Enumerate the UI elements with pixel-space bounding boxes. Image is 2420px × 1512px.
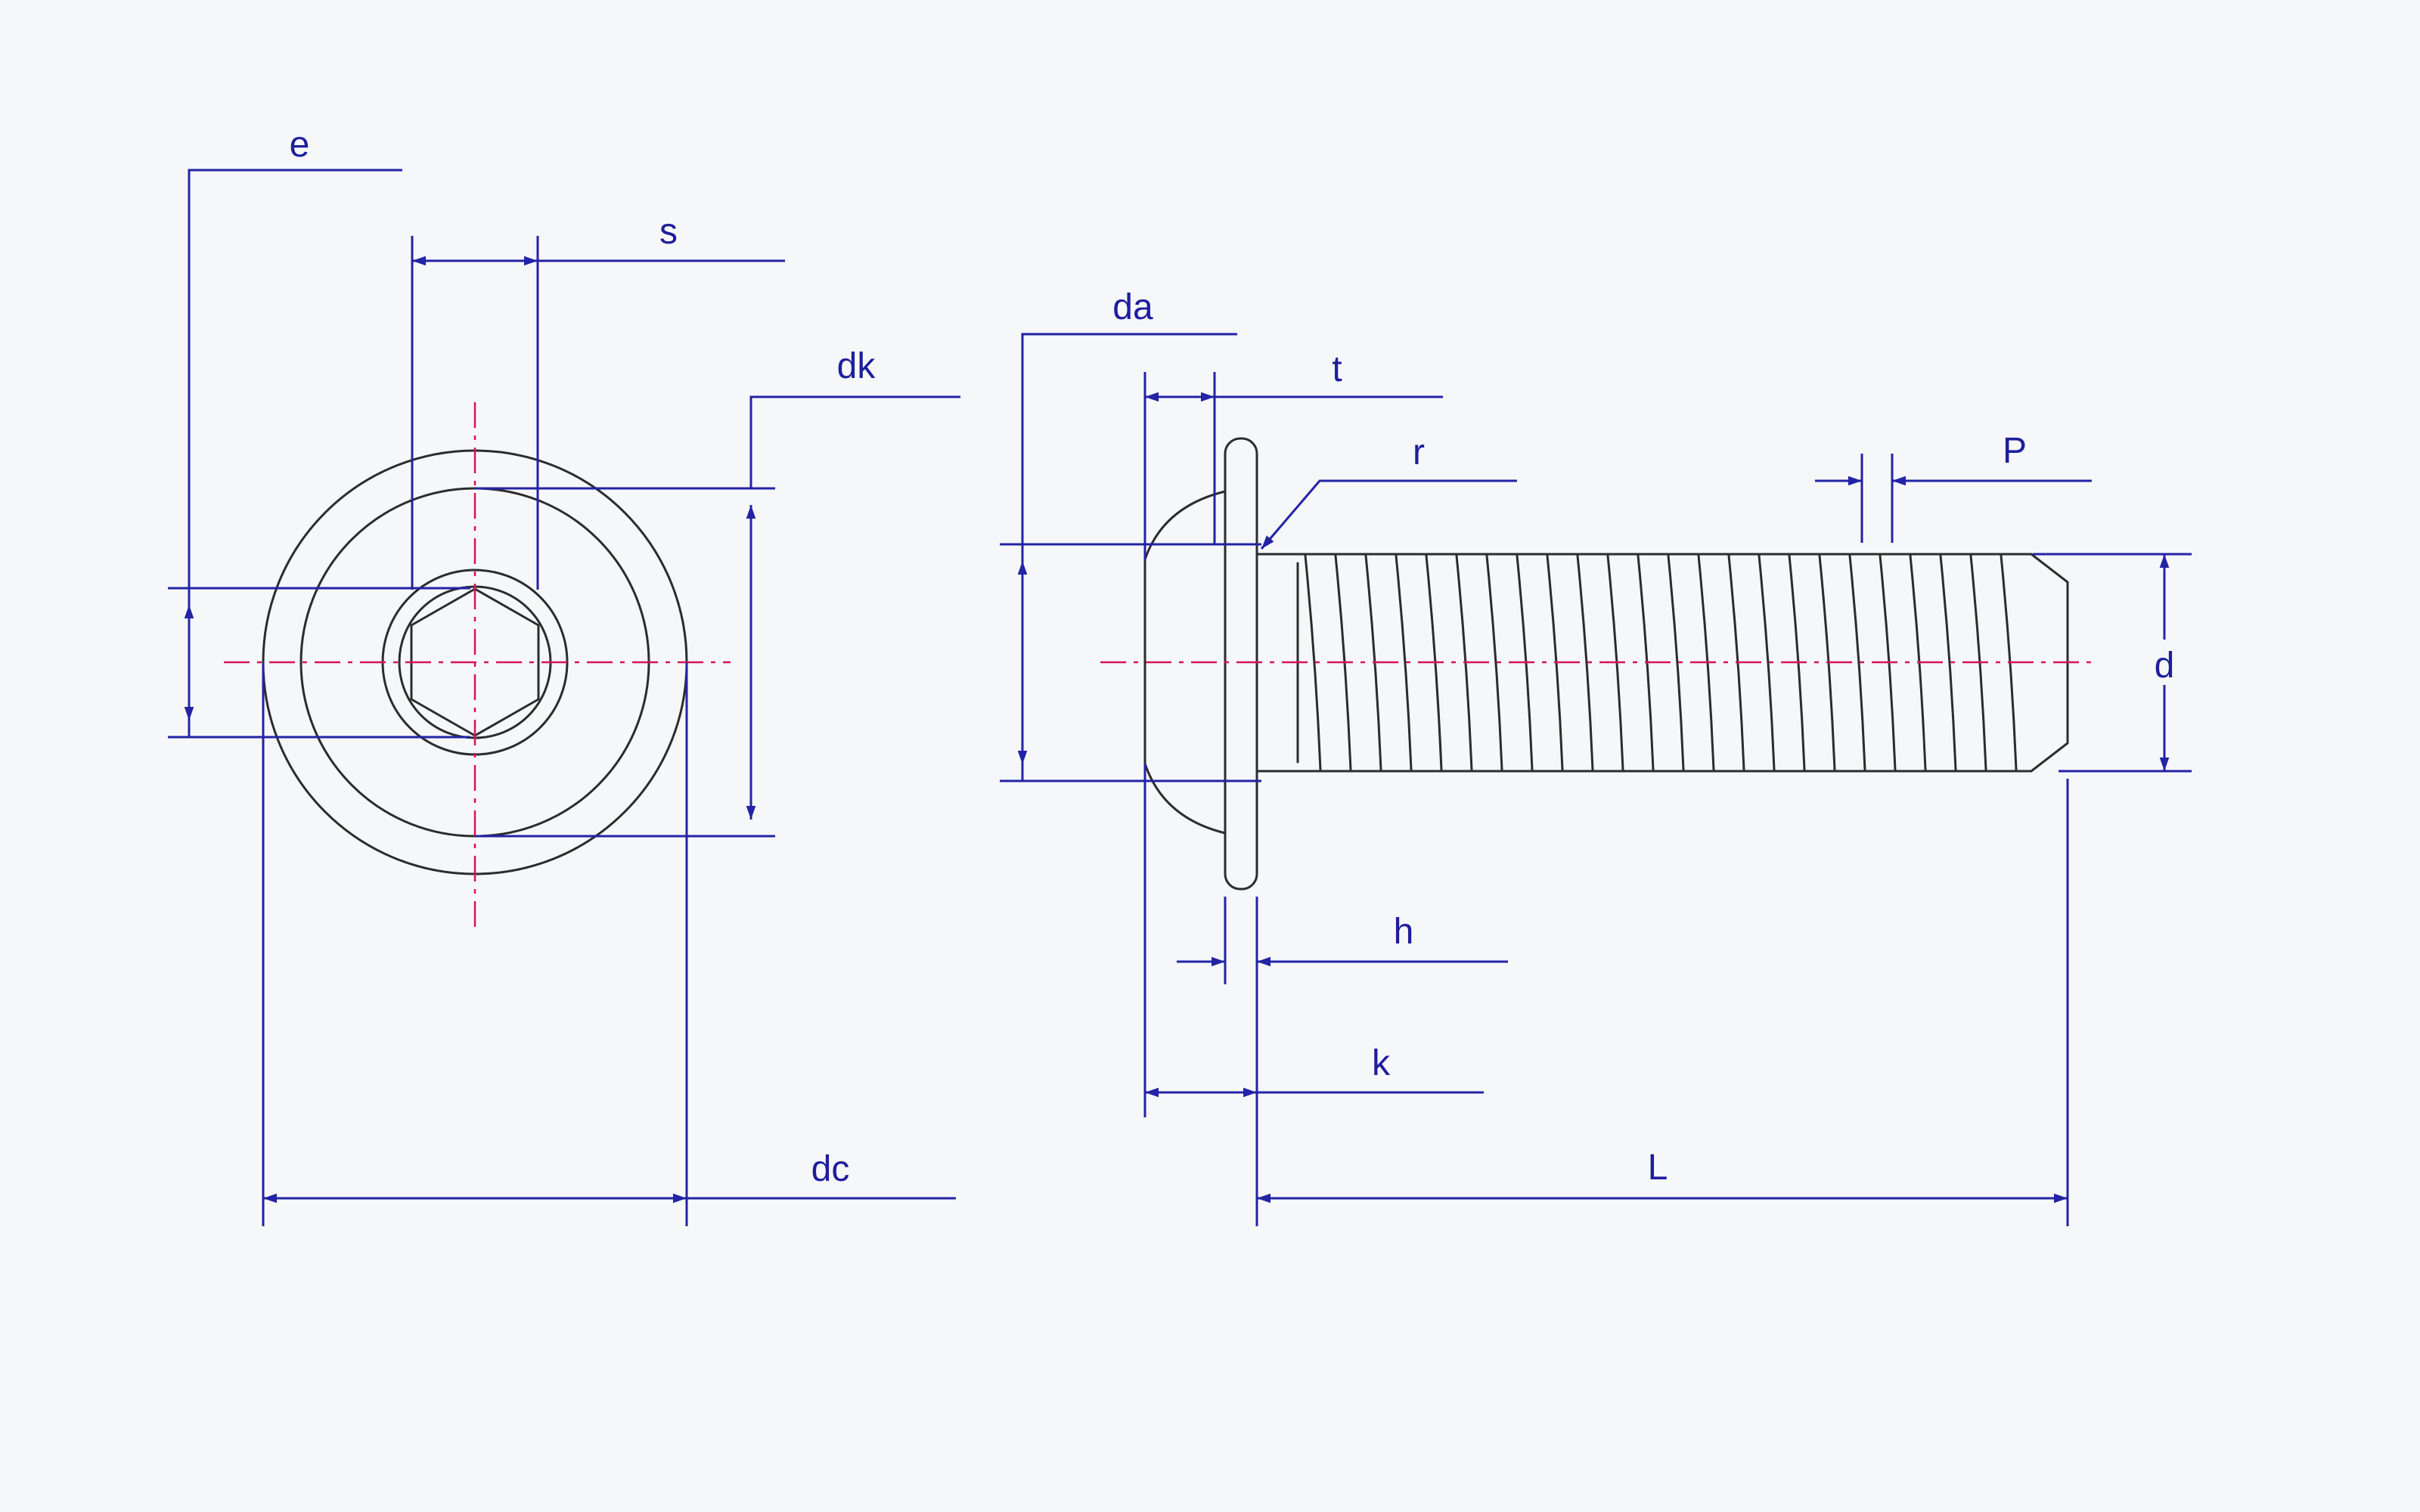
dimension-label-d: d: [2155, 646, 2175, 686]
thread-crest-line: [1939, 554, 1957, 771]
dimension-dc: dc: [262, 662, 956, 1226]
thread-crest-line: [1485, 554, 1503, 771]
dimension-label-dk: dk: [837, 346, 876, 386]
thread-crest-line: [1304, 554, 1322, 771]
thread-crest-line: [1848, 554, 1866, 771]
front-view: e s dk dc: [168, 125, 960, 1226]
dimension-label-da: da: [1112, 287, 1153, 327]
dimension-pitch: P: [1815, 431, 2092, 543]
side-view: da t r P d: [1000, 287, 2192, 1226]
dimension-da: da: [1000, 287, 1261, 782]
dimension-L: L: [1257, 779, 2069, 1226]
dimension-e: e: [168, 125, 470, 739]
button-head-dome: [1143, 490, 1227, 835]
dimension-label-h: h: [1394, 912, 1414, 952]
dimension-label-k: k: [1372, 1043, 1391, 1083]
dimension-label-pitch: P: [2003, 431, 2027, 471]
thread-crest-line: [1576, 554, 1594, 771]
thread-crest-line: [1395, 554, 1413, 771]
flange-collar: [1224, 437, 1258, 891]
dimension-s: s: [411, 212, 785, 590]
dimension-t: t: [1143, 349, 1443, 559]
dimension-label-dc: dc: [811, 1149, 850, 1189]
dimension-label-t: t: [1332, 349, 1342, 389]
dimension-label-r: r: [1413, 432, 1425, 472]
dimension-label-e: e: [290, 125, 310, 165]
thread-crest-line: [1758, 554, 1776, 771]
dimension-d: d: [2033, 553, 2192, 773]
dimension-r: r: [1260, 432, 1517, 550]
dimension-dk: dk: [475, 346, 960, 838]
dimension-label-L: L: [1648, 1148, 1668, 1188]
dimension-h: h: [1177, 897, 1508, 984]
dimension-k: k: [1143, 764, 1484, 1226]
dimension-label-s: s: [659, 212, 678, 252]
thread-crest-line: [1667, 554, 1685, 771]
